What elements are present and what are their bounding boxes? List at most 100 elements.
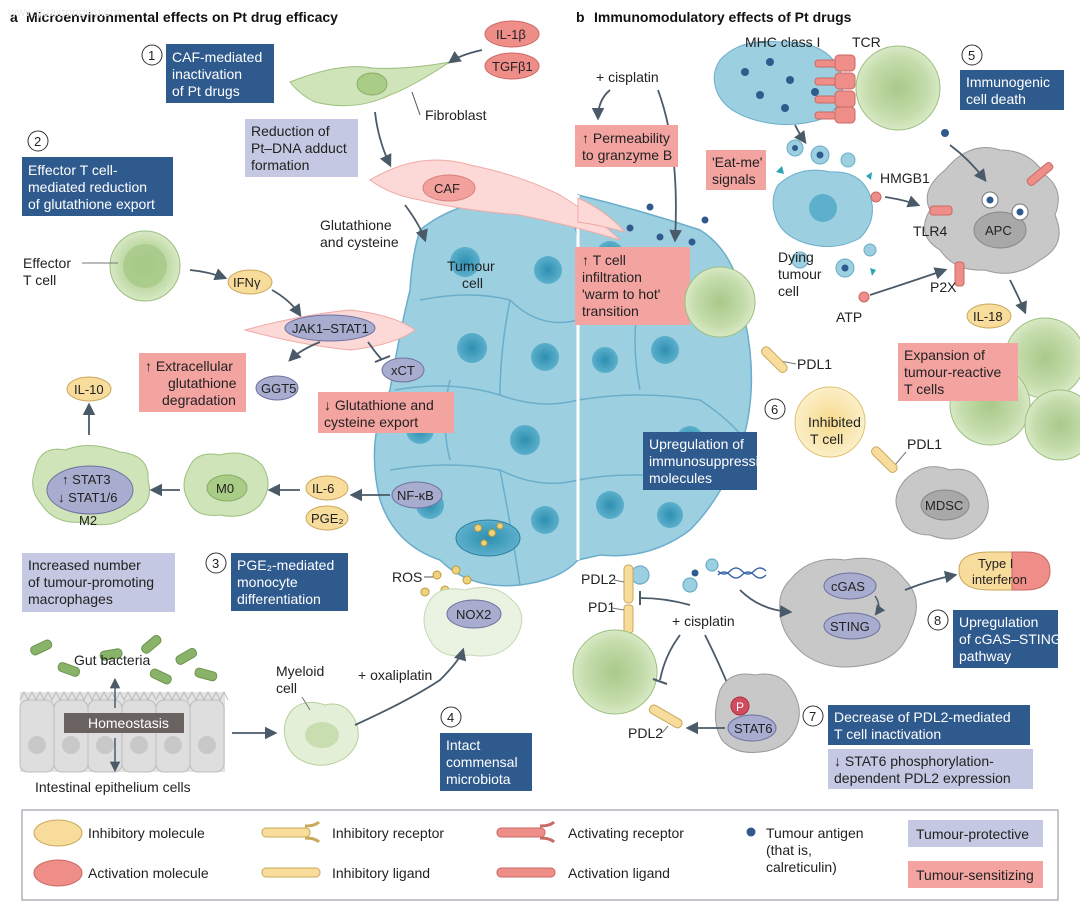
- dying-label-2: tumour: [778, 266, 822, 282]
- infiltration-line-1: ↑ T cell: [582, 252, 626, 268]
- number-3: 3: [212, 556, 219, 571]
- intact-line-3: microbiota: [446, 771, 511, 787]
- inhibited-label-1: Inhibited: [808, 414, 861, 430]
- panel-b-letter: b: [576, 9, 585, 25]
- caf-label: CAF: [434, 181, 460, 196]
- pge2-box-line-2: monocyte: [237, 574, 298, 590]
- p2x-label: P2X: [930, 279, 957, 295]
- number-2: 2: [34, 134, 41, 149]
- extracellular-line-1: ↑ Extracellular: [145, 358, 233, 374]
- eat-me-line-1: 'Eat-me': [712, 154, 762, 170]
- watermark: www.yuaigongwu.com: [7, 5, 127, 19]
- il1b-label: IL-1β: [496, 27, 526, 42]
- legend-tumour-protective-swatch: [908, 820, 1043, 847]
- number-1-circle: [141, 44, 163, 66]
- nox2-molecule: [446, 599, 502, 629]
- stat3-label: ↑ STAT3: [62, 472, 111, 487]
- legend-activation-ligand: Activation ligand: [568, 865, 670, 881]
- mhc-label: MHC class I: [745, 34, 820, 50]
- nfkb-molecule: [391, 481, 443, 509]
- legend-activating-receptor-swatch: [496, 820, 556, 844]
- sting-molecule: [823, 612, 881, 640]
- expansion-line-2: tumour-reactive: [904, 364, 1001, 380]
- pge2-box-line-3: differentiation: [237, 591, 321, 607]
- infiltration-line-2: infiltration: [582, 269, 642, 285]
- myeloid-label-2: cell: [276, 680, 297, 696]
- panel-a-letter: a: [10, 9, 18, 25]
- il18-label: IL-18: [973, 309, 1003, 324]
- nox2-label: NOX2: [456, 607, 491, 622]
- pdl1-label-a: PDL1: [797, 356, 832, 372]
- increased-line-1: Increased number: [28, 557, 141, 573]
- pd1-receptor: [623, 604, 634, 634]
- tlr4-label: TLR4: [913, 223, 947, 239]
- legend-inhibitory-molecule-swatch: [33, 819, 83, 847]
- xct-molecule: [381, 357, 425, 383]
- legend-box: [21, 809, 1059, 901]
- decrease-line-1: Decrease of PDL2-mediated: [834, 709, 1011, 725]
- extracellular-line-2: glutathione: [168, 375, 237, 391]
- legend-tumour-antigen-1: Tumour antigen: [766, 825, 864, 841]
- intact-line-2: commensal: [446, 754, 518, 770]
- stat6-phos-line-1: ↓ STAT6 phosphorylation-: [834, 753, 994, 769]
- apc-cell: [923, 147, 1060, 274]
- legend-tumour-antigen-3: calreticulin): [766, 859, 837, 875]
- expansion-line-3: T cells: [904, 381, 944, 397]
- dna-strand: [717, 567, 767, 579]
- reduction-line-3: formation: [251, 157, 309, 173]
- cgas-box-line-3: pathway: [959, 648, 1011, 664]
- cgas-molecule: [823, 572, 877, 600]
- legend-activation-molecule-swatch: [33, 859, 83, 887]
- dying-label-3: cell: [778, 283, 799, 299]
- inhibited-label-2: T cell: [810, 431, 843, 447]
- cgas-box-line-2: of cGAS–STING: [959, 631, 1062, 647]
- intestinal-label: Intestinal epithelium cells: [35, 779, 191, 795]
- reduction-adduct-box: [245, 119, 358, 177]
- number-5: 5: [968, 48, 975, 63]
- homeostasis-label: Homeostasis: [88, 715, 169, 731]
- reduction-line-2: Pt–DNA adduct: [251, 140, 347, 156]
- fibroblast-label: Fibroblast: [425, 107, 487, 123]
- il18-molecule: [966, 303, 1012, 329]
- effector-label-2: T cell: [23, 272, 56, 288]
- caf-inactivation-line-3: of Pt drugs: [172, 83, 240, 99]
- stat16-label: ↓ STAT1/6: [58, 490, 117, 505]
- gut-bacteria-shapes: [30, 635, 218, 685]
- legend-inhibitory-molecule: Inhibitory molecule: [88, 825, 205, 841]
- tcr-t-cell: [855, 45, 941, 131]
- pdl2-bottom-label: PDL2: [628, 725, 663, 741]
- expansion-line-1: Expansion of: [904, 347, 985, 363]
- xct-label: xCT: [391, 363, 415, 378]
- caf-inactivation-line-2: inactivation: [172, 66, 242, 82]
- glutathione-export-line-2: cysteine export: [324, 414, 418, 430]
- cisplatin-bottom-label: + cisplatin: [672, 613, 735, 629]
- il6-label: IL-6: [312, 481, 334, 496]
- apc-label: APC: [985, 223, 1012, 238]
- infiltrating-t-cell: [684, 266, 756, 338]
- ggt5-molecule: [255, 375, 299, 401]
- panel-a-title: Microenvironmental effects on Pt drug ef…: [26, 9, 338, 25]
- stat6-label: STAT6: [734, 721, 773, 736]
- effector-box-line-2: mediated reduction: [28, 179, 147, 195]
- ggt5-label: GGT5: [261, 381, 296, 396]
- tgfb1-label: TGFβ1: [492, 59, 533, 74]
- legend-tumour-antigen-swatch: [746, 827, 756, 837]
- il6-molecule: [305, 475, 349, 501]
- mdsc-label: MDSC: [925, 498, 963, 513]
- extracellular-box: [139, 353, 246, 412]
- pdl2-top-label: PDL2: [581, 571, 616, 587]
- number-8: 8: [934, 613, 941, 628]
- glutathione-label-1: Glutathione: [320, 217, 392, 233]
- cgas-box-line-1: Upregulation: [959, 614, 1038, 630]
- number-7: 7: [809, 709, 816, 724]
- eat-me-line-2: signals: [712, 171, 756, 187]
- eat-me-box: [706, 150, 766, 190]
- decrease-line-2: T cell inactivation: [834, 726, 941, 742]
- upregulation-cgas-box: [953, 610, 1058, 668]
- glutathione-label-2: and cysteine: [320, 234, 399, 250]
- intact-microbiota-box: [440, 733, 532, 791]
- sting-label: STING: [830, 619, 870, 634]
- oxaliplatin-label: + oxaliplatin: [358, 667, 432, 683]
- stat6-phos-box: [828, 749, 1033, 789]
